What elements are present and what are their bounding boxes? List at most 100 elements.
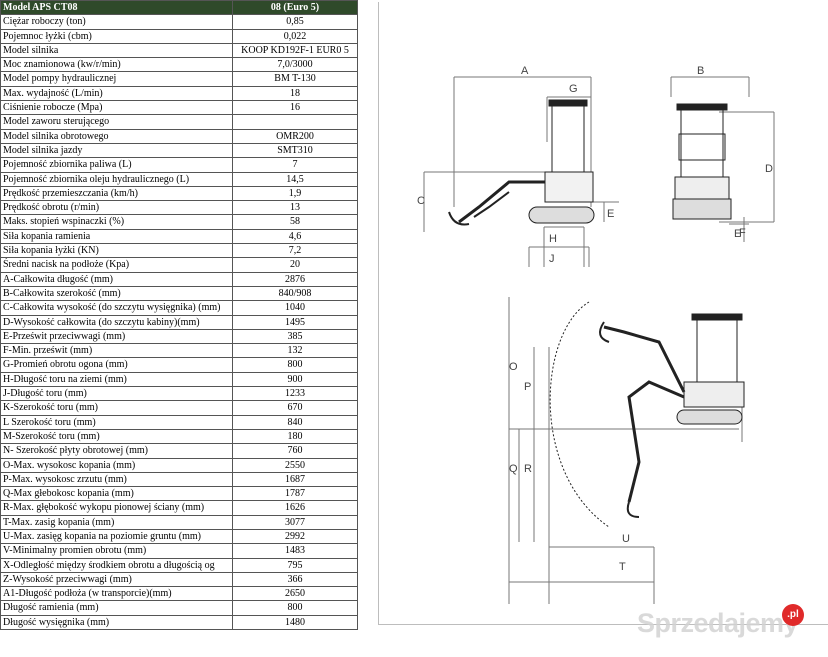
spec-value: 800 xyxy=(232,600,358,616)
table-row: P-Max. wysokosc zrzutu (mm)1687 xyxy=(0,471,358,488)
table-row: Q-Max głebokosc kopania (mm)1787 xyxy=(0,486,358,502)
spec-label: Ciężar roboczy (ton) xyxy=(0,14,233,30)
dim-label-h: H xyxy=(549,233,557,245)
spec-label: H-Długość toru na ziemi (mm) xyxy=(0,371,233,388)
dim-label-t: T xyxy=(619,561,626,573)
table-row: J-Długość toru (mm)1233 xyxy=(0,386,358,402)
spec-value: 180 xyxy=(232,428,358,445)
spec-label: U-Max. zasięg kopania na poziomie gruntu… xyxy=(0,528,233,545)
spec-value: 7,2 xyxy=(232,243,358,259)
spec-value xyxy=(232,114,358,130)
table-row: N- Szerokość płyty obrotowej (mm)760 xyxy=(0,443,358,459)
table-row: Max. wydajność (L/min)18 xyxy=(0,85,358,102)
spec-label: L Szerokość toru (mm) xyxy=(0,414,233,430)
watermark-badge: .pl xyxy=(782,604,804,626)
table-row: E-Prześwit przeciwwagi (mm)385 xyxy=(0,328,358,345)
table-row: F-Min. prześwit (mm)132 xyxy=(0,343,358,359)
spec-value: 14,5 xyxy=(232,171,358,187)
dim-label-e: E xyxy=(607,208,614,220)
spec-value: 840/908 xyxy=(232,285,358,302)
dim-label-u: U xyxy=(622,533,630,545)
dim-label-j: J xyxy=(549,253,555,265)
spec-label: Max. wydajność (L/min) xyxy=(0,85,233,102)
spec-value: 900 xyxy=(232,371,358,388)
excavator-dimension-drawing: A B C D E E F G H J O P Q R T U xyxy=(417,65,775,604)
spec-value: 7 xyxy=(232,157,358,173)
table-row: A1-Długość podłoża (w transporcie)(mm)26… xyxy=(0,586,358,602)
spec-value: 760 xyxy=(232,443,358,459)
spec-value: 0,85 xyxy=(232,14,358,30)
spec-label: E-Prześwit przeciwwagi (mm) xyxy=(0,328,233,345)
spec-label: Siła kopania łyżki (KN) xyxy=(0,243,233,259)
table-row: D-Wysokość całkowita (do szczytu kabiny)… xyxy=(0,314,358,330)
spec-value: 58 xyxy=(232,214,358,230)
spec-value: 1483 xyxy=(232,543,358,559)
spec-value: 1040 xyxy=(232,300,358,316)
spec-label: A1-Długość podłoża (w transporcie)(mm) xyxy=(0,586,233,602)
spec-value: 795 xyxy=(232,557,358,573)
table-row: Średni nacisk na podłoże (Kpa)20 xyxy=(0,257,358,273)
spec-label: Q-Max głebokosc kopania (mm) xyxy=(0,486,233,502)
model-value: 08 (Euro 5) xyxy=(232,0,358,16)
dim-label-d: D xyxy=(765,163,773,175)
dim-label-b: B xyxy=(697,65,704,77)
spec-label: F-Min. prześwit (mm) xyxy=(0,343,233,359)
spec-value: OMR200 xyxy=(232,128,358,144)
spec-value: 670 xyxy=(232,400,358,416)
dim-label-a: A xyxy=(521,65,529,77)
spec-value: 1787 xyxy=(232,486,358,502)
spec-label: A-Całkowita długość (mm) xyxy=(0,271,233,287)
spec-value: 4,6 xyxy=(232,228,358,245)
table-row: Pojemność zbiornika oleju hydraulicznego… xyxy=(0,171,358,187)
spec-value: 1495 xyxy=(232,314,358,330)
spec-value: 132 xyxy=(232,343,358,359)
spec-value: SMT310 xyxy=(232,142,358,159)
table-row: Siła kopania łyżki (KN)7,2 xyxy=(0,243,358,259)
spec-label: B-Całkowita szerokość (mm) xyxy=(0,285,233,302)
spec-value: 13 xyxy=(232,200,358,216)
spec-value: 18 xyxy=(232,85,358,102)
table-row: Maks. stopień wspinaczki (%)58 xyxy=(0,214,358,230)
dim-label-g: G xyxy=(569,83,578,95)
spec-label: Model silnika obrotowego xyxy=(0,128,233,144)
dim-label-c: C xyxy=(417,195,425,207)
spec-label: D-Wysokość całkowita (do szczytu kabiny)… xyxy=(0,314,233,330)
front-view-drawing xyxy=(670,76,775,242)
spec-value: 3077 xyxy=(232,514,358,530)
dim-label-e2: E xyxy=(734,228,741,240)
table-row: Moc znamionowa (kw/r/min)7,0/3000 xyxy=(0,57,358,73)
spec-label: Model zaworu sterującego xyxy=(0,114,233,130)
spec-label: J-Długość toru (mm) xyxy=(0,386,233,402)
table-row: R-Max. głębokość wykopu pionowej ściany … xyxy=(0,500,358,516)
dim-label-r: R xyxy=(524,463,532,475)
spec-value: 16 xyxy=(232,100,358,116)
table-row: Z-Wysokość przeciwwagi (mm)366 xyxy=(0,571,358,588)
table-header-row: Model APS CT08 08 (Euro 5) xyxy=(0,0,358,16)
dim-label-q: Q xyxy=(509,463,518,475)
table-row: Model zaworu sterującego xyxy=(0,114,358,130)
spec-label: Pojemnoc łyżki (cbm) xyxy=(0,28,233,44)
spec-value: 366 xyxy=(232,571,358,588)
spec-label: Model pompy hydraulicznej xyxy=(0,71,233,87)
spec-value: 7,0/3000 xyxy=(232,57,358,73)
table-row: A-Całkowita długość (mm)2876 xyxy=(0,271,358,287)
spec-value: 1,9 xyxy=(232,185,358,202)
spec-label: Siła kopania ramienia xyxy=(0,228,233,245)
spec-label: K-Szerokość toru (mm) xyxy=(0,400,233,416)
spec-value: 1626 xyxy=(232,500,358,516)
table-row: T-Max. zasig kopania (mm)3077 xyxy=(0,514,358,530)
dimension-letters: A B C D E E F G H J O P Q R T U xyxy=(417,65,773,573)
spec-label: M-Szerokość toru (mm) xyxy=(0,428,233,445)
table-row: K-Szerokość toru (mm)670 xyxy=(0,400,358,416)
spec-label: G-Promień obrotu ogona (mm) xyxy=(0,357,233,373)
spec-value: 2876 xyxy=(232,271,358,287)
spec-label: Model silnika xyxy=(0,42,233,59)
table-row: H-Długość toru na ziemi (mm)900 xyxy=(0,371,358,388)
spec-label: Moc znamionowa (kw/r/min) xyxy=(0,57,233,73)
table-row: Prędkość obrotu (r/min)13 xyxy=(0,200,358,216)
spec-label: N- Szerokość płyty obrotowej (mm) xyxy=(0,443,233,459)
table-row: U-Max. zasięg kopania na poziomie gruntu… xyxy=(0,528,358,545)
